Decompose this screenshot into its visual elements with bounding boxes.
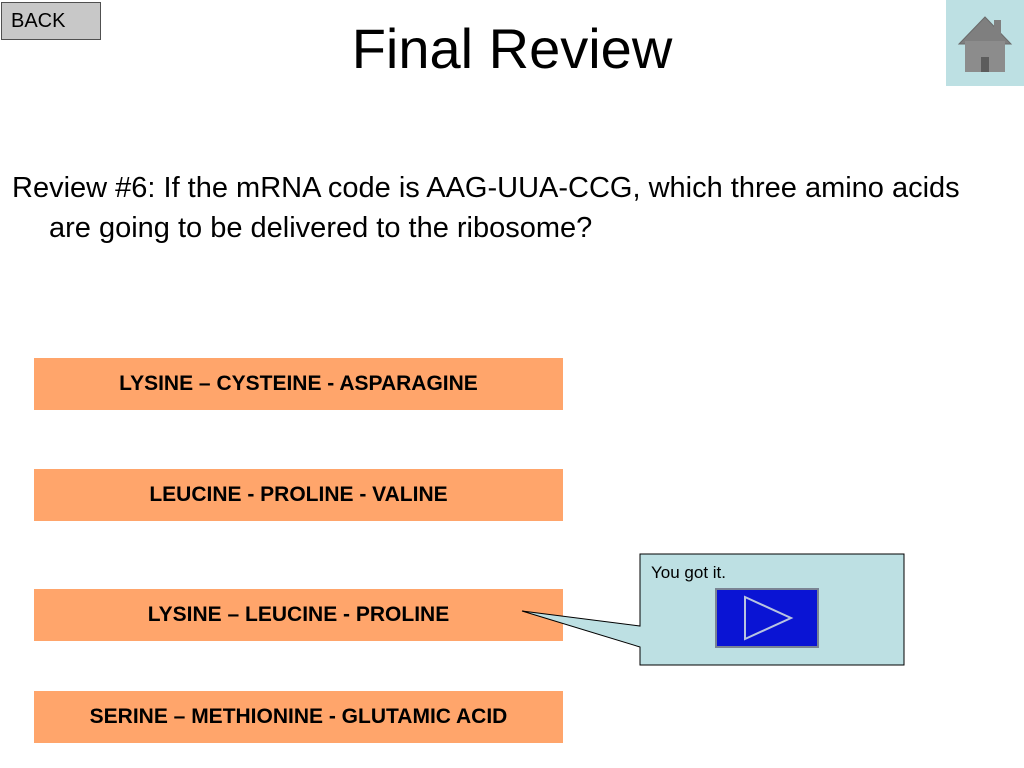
answer-option-3[interactable]: LYSINE – LEUCINE - PROLINE	[34, 589, 563, 641]
answer-option-2[interactable]: LEUCINE - PROLINE - VALINE	[34, 469, 563, 521]
answer-option-1[interactable]: LYSINE – CYSTEINE - ASPARAGINE	[34, 358, 563, 410]
back-button[interactable]: BACK	[1, 2, 101, 40]
home-icon	[957, 16, 1013, 72]
play-triangle-icon	[744, 595, 794, 641]
feedback-message: You got it.	[651, 563, 726, 582]
page-title: Final Review	[351, 17, 673, 80]
home-button[interactable]	[946, 0, 1024, 86]
next-button[interactable]	[715, 588, 819, 648]
question-text: Review #6: If the mRNA code is AAG-UUA-C…	[12, 172, 960, 244]
answer-option-4[interactable]: SERINE – METHIONINE - GLUTAMIC ACID	[34, 691, 563, 743]
